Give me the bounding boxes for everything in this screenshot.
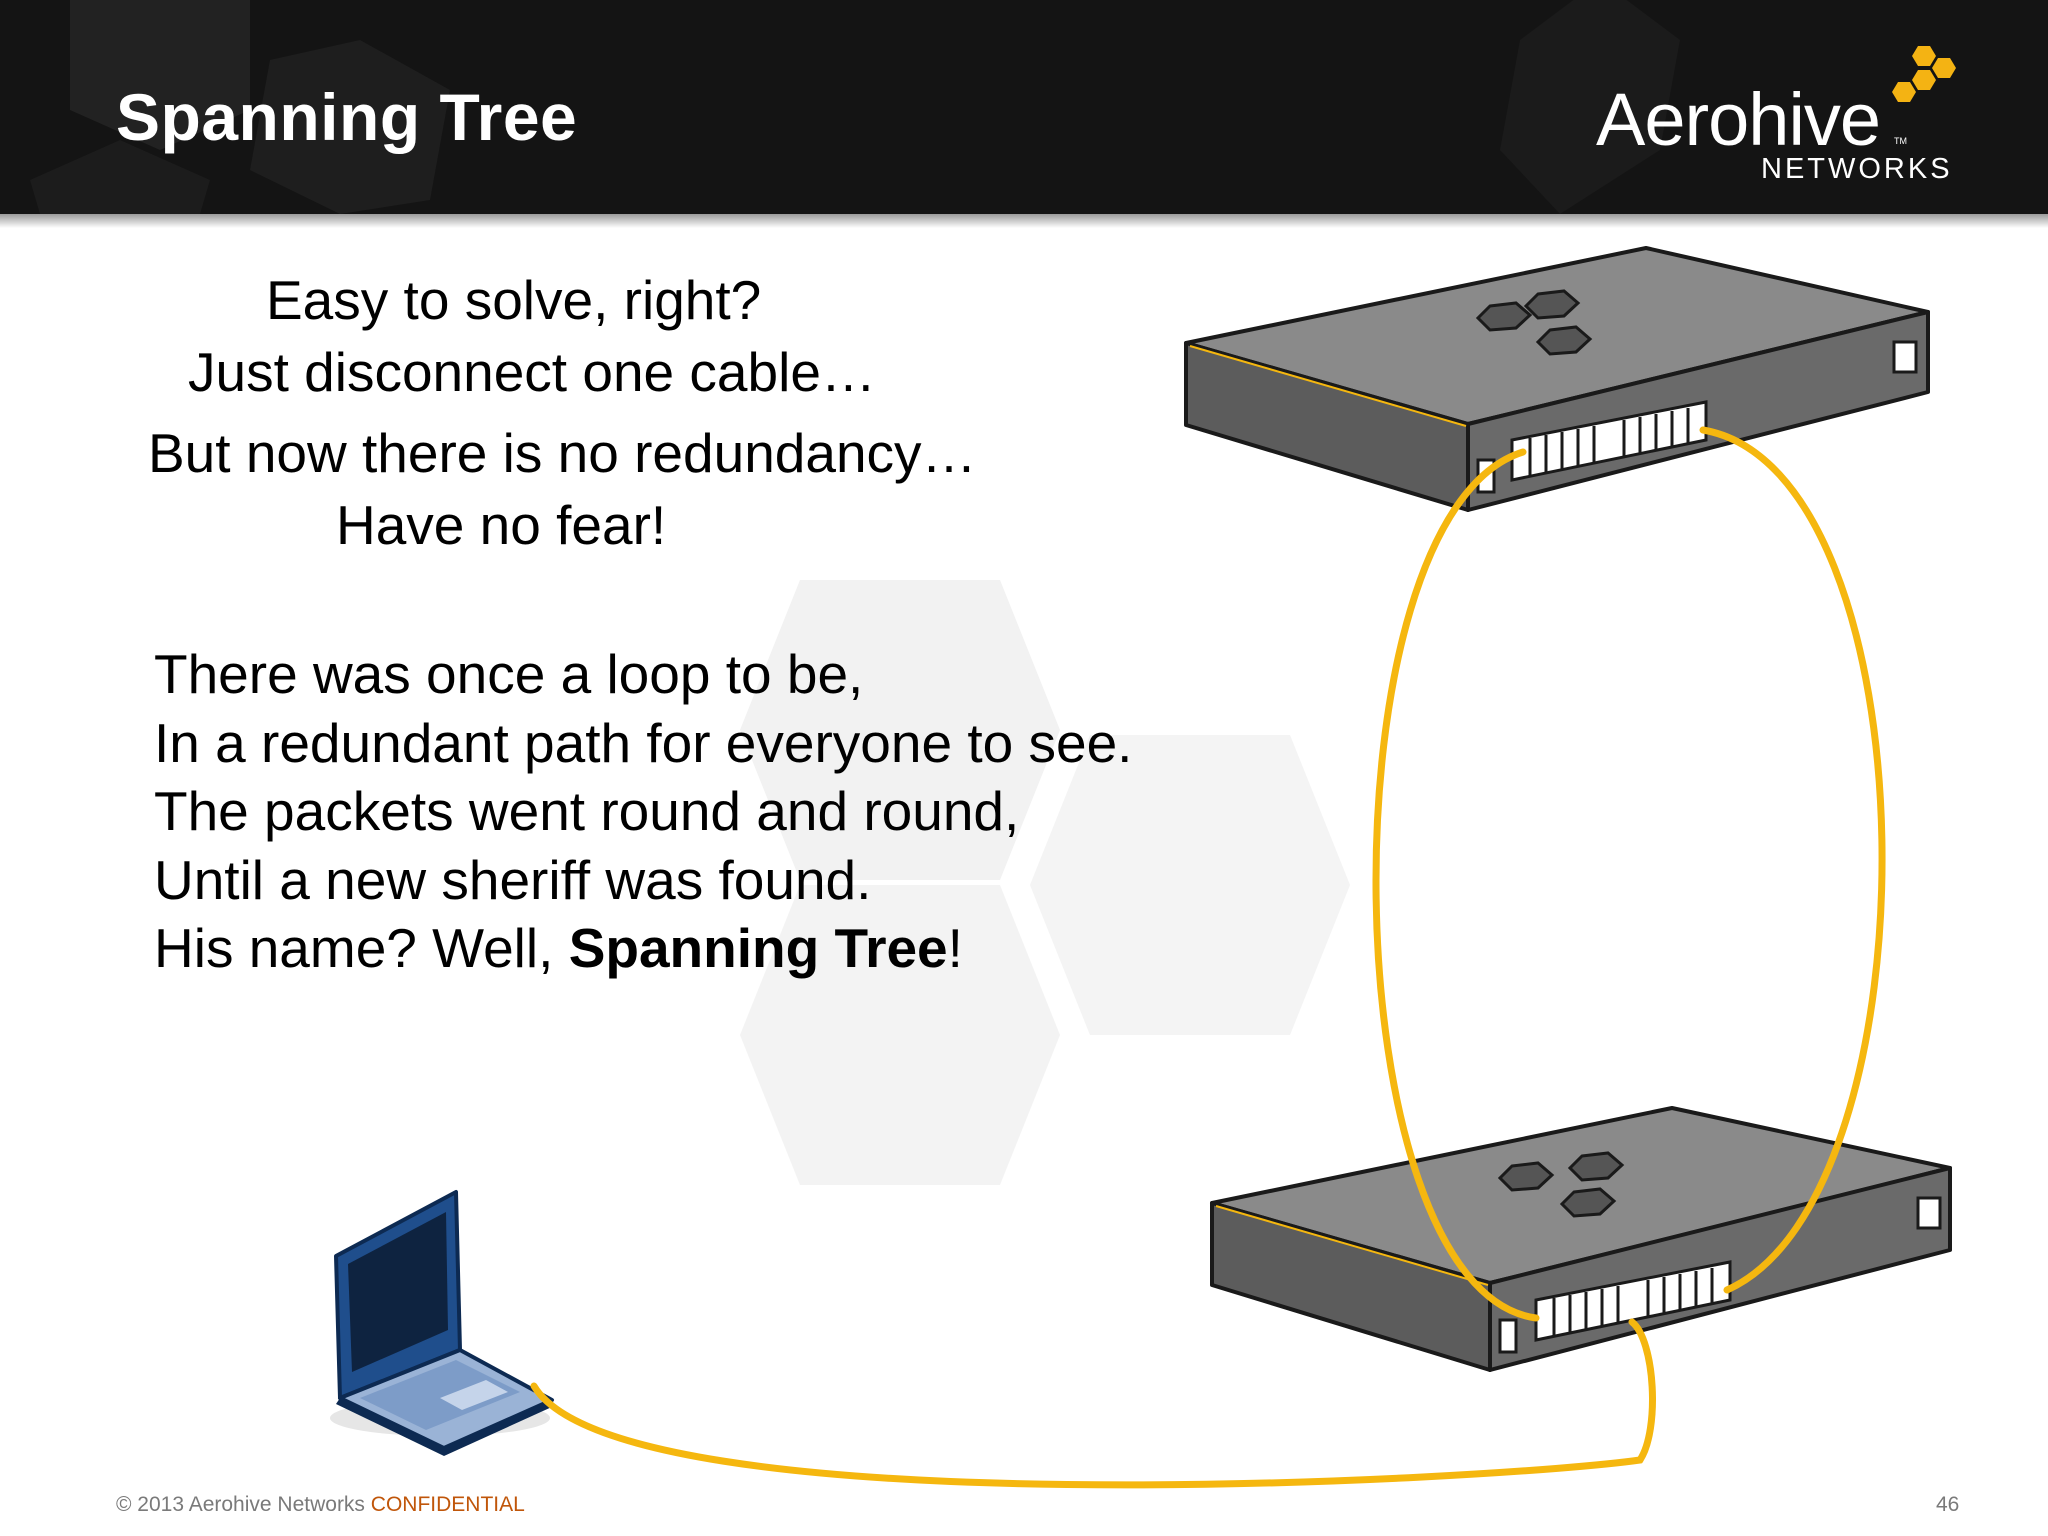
poem-last-bold: Spanning Tree xyxy=(568,917,948,979)
footer-confidential: CONFIDENTIAL xyxy=(370,1493,525,1516)
poem-last-prefix: His name? Well, xyxy=(154,917,569,979)
poem: There was once a loop to be, In a redund… xyxy=(154,640,1132,983)
logo-trademark: TM xyxy=(1894,136,1907,146)
intro-line-2: Just disconnect one cable… xyxy=(188,341,876,403)
poem-last-suffix: ! xyxy=(947,917,963,979)
intro-line-4: Have no fear! xyxy=(336,494,667,556)
cable-right xyxy=(1699,426,1886,1294)
footer-copyright-text: © 2013 Aerohive Networks xyxy=(116,1493,371,1516)
header-hexagon-pattern xyxy=(30,0,1680,214)
intro-line-1: Easy to solve, right? xyxy=(266,269,762,331)
switch-top xyxy=(1184,246,1930,512)
logo-subtitle: NETWORKS xyxy=(1761,153,1953,185)
poem-line-3: The packets went round and round, xyxy=(154,780,1020,842)
slide-header: Spanning Tree Aerohive TM NETWORKS xyxy=(0,0,2048,214)
slide-title: Spanning Tree xyxy=(116,80,578,154)
laptop-icon xyxy=(330,1190,554,1456)
footer-copyright: © 2013 Aerohive Networks CONFIDENTIAL xyxy=(116,1493,525,1517)
cable-left xyxy=(1372,448,1540,1322)
switch-bottom xyxy=(1210,1106,1952,1372)
poem-line-1: There was once a loop to be, xyxy=(154,643,864,705)
poem-line-5: His name? Well, Spanning Tree! xyxy=(154,914,1132,983)
poem-line-4: Until a new sheriff was found. xyxy=(154,848,872,911)
cable-laptop xyxy=(530,1318,1656,1489)
logo-wordmark: Aerohive xyxy=(1596,78,1881,161)
header-shadow xyxy=(0,214,2048,228)
intro-line-3: But now there is no redundancy… xyxy=(148,422,977,484)
aerohive-logo: Aerohive TM NETWORKS xyxy=(1596,40,1976,190)
poem-line-2: In a redundant path for everyone to see. xyxy=(154,711,1133,774)
page-number: 46 xyxy=(1936,1493,1960,1516)
honeycomb-logo-icon xyxy=(1892,46,1956,102)
